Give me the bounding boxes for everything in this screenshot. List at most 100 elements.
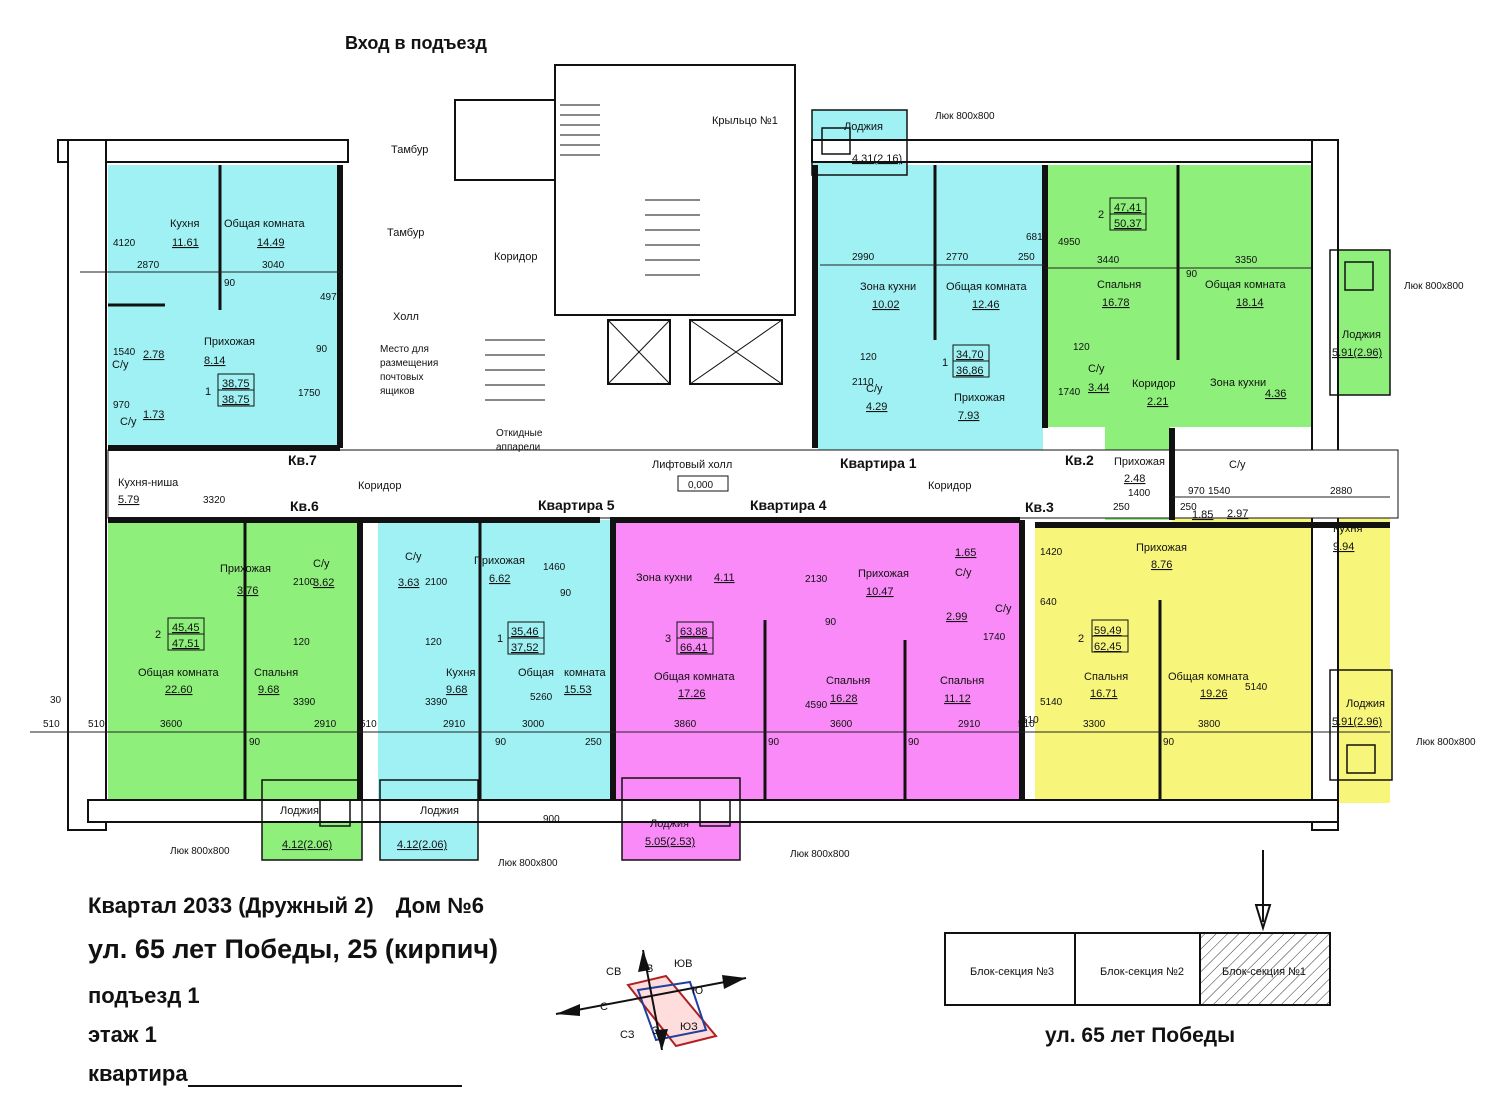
footer-address: ул. 65 лет Победы, 25 (кирпич) bbox=[88, 934, 499, 964]
svg-text:4590: 4590 bbox=[805, 700, 828, 711]
footer-floor: этаж 1 bbox=[88, 1022, 157, 1047]
svg-text:2870: 2870 bbox=[137, 260, 160, 271]
svg-text:3300: 3300 bbox=[1083, 719, 1106, 730]
apt4-fill[interactable] bbox=[610, 520, 1020, 802]
mailbox-line-3: почтовых bbox=[380, 372, 424, 383]
svg-text:Кухня: Кухня bbox=[446, 667, 475, 679]
apt2-loggia-fill[interactable] bbox=[1330, 250, 1390, 395]
svg-text:Прихожая: Прихожая bbox=[474, 555, 525, 567]
svg-text:120: 120 bbox=[860, 352, 877, 363]
svg-text:47,41: 47,41 bbox=[1114, 202, 1142, 214]
svg-text:90: 90 bbox=[825, 617, 837, 628]
svg-text:34,70: 34,70 bbox=[956, 349, 984, 361]
svg-text:47,51: 47,51 bbox=[172, 638, 200, 650]
apt5-fill[interactable] bbox=[378, 520, 610, 800]
svg-text:90: 90 bbox=[560, 588, 572, 599]
svg-text:2: 2 bbox=[1078, 633, 1084, 645]
svg-text:90: 90 bbox=[495, 737, 507, 748]
hatch-label-2: Люк 800х800 bbox=[1404, 281, 1464, 292]
svg-text:Кухня: Кухня bbox=[1333, 523, 1362, 535]
svg-text:3600: 3600 bbox=[830, 719, 853, 730]
svg-text:900: 900 bbox=[543, 814, 560, 825]
label-kv2: Кв.2 bbox=[1065, 452, 1094, 468]
svg-text:комната: комната bbox=[564, 667, 606, 679]
svg-text:5.05(2.53): 5.05(2.53) bbox=[645, 836, 695, 848]
svg-text:4.36: 4.36 bbox=[1265, 388, 1286, 400]
svg-text:Лоджия: Лоджия bbox=[650, 818, 689, 830]
svg-text:Общая: Общая bbox=[518, 667, 554, 679]
svg-text:90: 90 bbox=[224, 278, 236, 289]
svg-text:2910: 2910 bbox=[958, 719, 981, 730]
svg-text:10.47: 10.47 bbox=[866, 586, 894, 598]
svg-text:90: 90 bbox=[1186, 269, 1198, 280]
svg-text:5.91(2.96): 5.91(2.96) bbox=[1332, 347, 1382, 359]
footer-line-1: Квартал 2033 (Дружный 2)Дом №6 bbox=[88, 893, 484, 919]
svg-text:250: 250 bbox=[1180, 502, 1197, 513]
svg-text:17.26: 17.26 bbox=[678, 688, 706, 700]
svg-text:8.76: 8.76 bbox=[1151, 559, 1172, 571]
svg-text:11.61: 11.61 bbox=[172, 237, 199, 249]
mailbox-line-2: размещения bbox=[380, 358, 438, 369]
svg-text:2.97: 2.97 bbox=[1227, 508, 1248, 520]
svg-text:Прихожая: Прихожая bbox=[1136, 542, 1187, 554]
svg-text:38,75: 38,75 bbox=[222, 378, 250, 390]
svg-text:90: 90 bbox=[768, 737, 780, 748]
svg-text:14.49: 14.49 bbox=[257, 237, 285, 249]
svg-text:С/у: С/у bbox=[112, 359, 129, 371]
footer-apartment-label: квартира bbox=[88, 1061, 188, 1086]
svg-text:90: 90 bbox=[908, 737, 920, 748]
svg-text:3.44: 3.44 bbox=[1088, 382, 1109, 394]
svg-text:4.31(2,16): 4.31(2,16) bbox=[852, 153, 902, 165]
svg-text:15.53: 15.53 bbox=[564, 684, 592, 696]
compass-n: В bbox=[646, 963, 653, 975]
label-kv1: Квартира 1 bbox=[840, 455, 917, 471]
svg-text:90: 90 bbox=[249, 737, 261, 748]
svg-text:6.62: 6.62 bbox=[489, 573, 510, 585]
walls bbox=[57, 64, 1339, 831]
svg-text:16.78: 16.78 bbox=[1102, 297, 1130, 309]
svg-text:1750: 1750 bbox=[298, 388, 321, 399]
svg-text:Спальня: Спальня bbox=[254, 667, 298, 679]
svg-text:510: 510 bbox=[360, 719, 377, 730]
level-box bbox=[677, 475, 729, 492]
svg-text:510: 510 bbox=[1018, 719, 1035, 730]
svg-text:90: 90 bbox=[316, 344, 328, 355]
footer-entrance: подъезд 1 bbox=[88, 983, 200, 1008]
svg-text:1400: 1400 bbox=[1128, 488, 1151, 499]
svg-text:Прихожая: Прихожая bbox=[220, 563, 271, 575]
svg-text:1: 1 bbox=[942, 357, 948, 369]
svg-text:2: 2 bbox=[1098, 209, 1104, 221]
svg-text:1740: 1740 bbox=[1058, 387, 1081, 398]
corridor-band[interactable] bbox=[107, 449, 1399, 519]
svg-text:1.65: 1.65 bbox=[955, 547, 976, 559]
svg-text:Прихожая: Прихожая bbox=[954, 392, 1005, 404]
key-plan: Блок-секция №3 Блок-секция №2 Блок-секци… bbox=[944, 850, 1331, 1006]
svg-text:Лоджия: Лоджия bbox=[844, 121, 883, 133]
svg-text:Зона кухни: Зона кухни bbox=[860, 281, 916, 293]
svg-text:Общая комната: Общая комната bbox=[138, 667, 220, 679]
svg-text:Лоджия: Лоджия bbox=[1346, 698, 1385, 710]
svg-text:С/у: С/у bbox=[1229, 459, 1246, 471]
hatch-label-1: Люк 800х800 bbox=[935, 111, 995, 122]
corridor-label-top: Коридор bbox=[494, 251, 537, 263]
svg-text:3440: 3440 bbox=[1097, 255, 1120, 266]
svg-text:36,86: 36,86 bbox=[956, 365, 984, 377]
svg-text:4950: 4950 bbox=[1058, 237, 1081, 248]
svg-text:45,45: 45,45 bbox=[172, 622, 200, 634]
apt3-loggia-fill[interactable] bbox=[1330, 670, 1392, 780]
compass-ne: ЮВ bbox=[674, 958, 692, 970]
svg-text:1: 1 bbox=[205, 386, 211, 398]
svg-text:2990: 2990 bbox=[852, 252, 875, 263]
apartment-number-blank[interactable] bbox=[187, 1063, 462, 1087]
footer-house: Дом №6 bbox=[395, 893, 484, 918]
apt1-fill[interactable] bbox=[818, 165, 1043, 450]
svg-text:2770: 2770 bbox=[946, 252, 969, 263]
svg-text:Спальня: Спальня bbox=[940, 675, 984, 687]
tambur-label-1: Тамбур bbox=[391, 144, 428, 156]
svg-text:Спальня: Спальня bbox=[1084, 671, 1128, 683]
svg-text:Спальня: Спальня bbox=[1097, 279, 1141, 291]
apt6-fill[interactable] bbox=[108, 520, 358, 800]
svg-text:5.79: 5.79 bbox=[118, 494, 139, 506]
svg-text:Общая комната: Общая комната bbox=[654, 671, 736, 683]
apt2: 2 47,41 50,37 Спальня 16.78 Общая комнат… bbox=[1058, 202, 1382, 513]
